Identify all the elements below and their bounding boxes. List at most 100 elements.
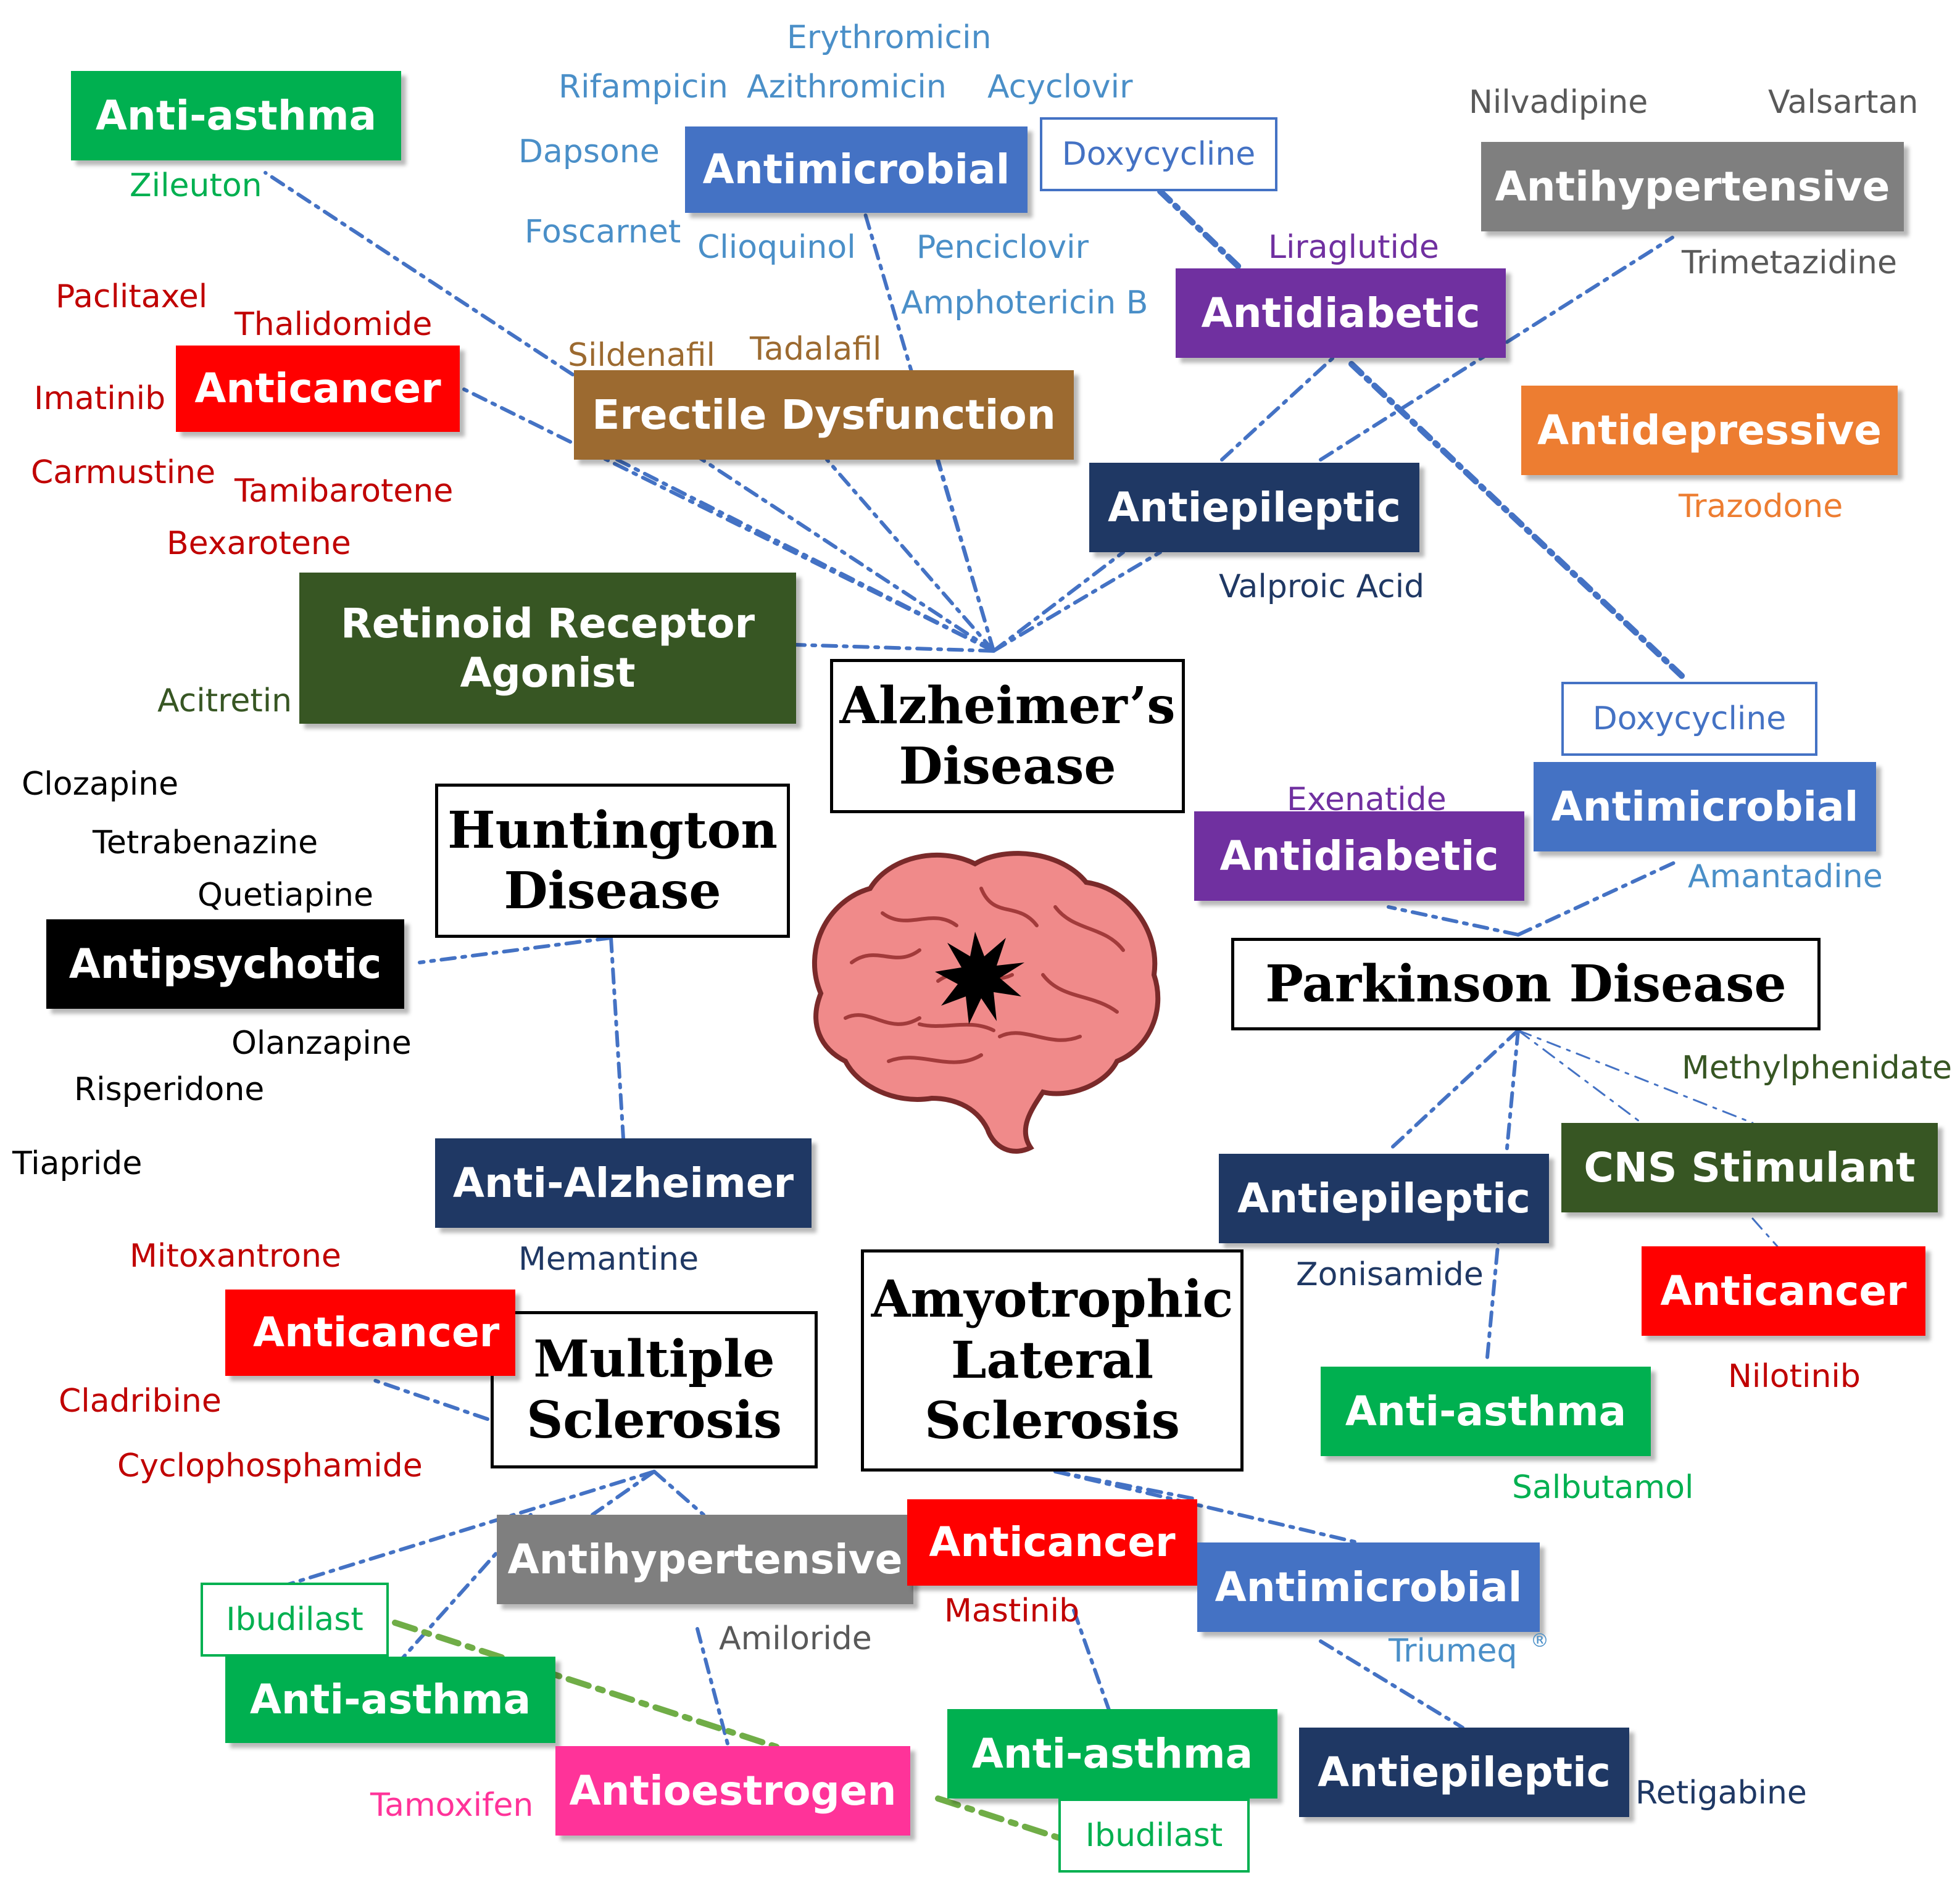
category-retinoid-receptor-agonist: Retinoid Receptor Agonist	[299, 573, 796, 724]
category-anti-asthma-ms: Anti-asthma	[225, 1657, 555, 1743]
drug-doxycycline-pd: Doxycycline	[1561, 682, 1817, 756]
drug-amphotericin-b: Amphotericin B	[901, 284, 1148, 321]
drug-dapsone: Dapsone	[518, 133, 660, 170]
drug-acitretin: Acitretin	[157, 682, 293, 719]
drug-amantadine: Amantadine	[1688, 858, 1883, 895]
drug-methylphenidate: Methylphenidate	[1682, 1050, 1953, 1087]
drug-trimetazidine: Trimetazidine	[1682, 244, 1897, 281]
category-erectile-dysfunction: Erectile Dysfunction	[574, 370, 1074, 460]
drug-erythromicin: Erythromicin	[787, 19, 992, 56]
drug-exenatide: Exenatide	[1287, 781, 1447, 818]
link-ad-antiepileptic-1	[992, 550, 1162, 653]
link-ms-antioestrogen	[696, 1627, 730, 1748]
disease-alzheimers: Alzheimer’s Disease	[830, 659, 1185, 813]
link-hd-antipsychotic	[418, 936, 613, 964]
category-antimicrobial-pd: Antimicrobial	[1534, 762, 1876, 851]
link-pd-antimicrobial	[1516, 859, 1680, 937]
drug-doxycycline-ad: Doxycycline	[1040, 117, 1277, 191]
drug-tetrabenazine: Tetrabenazine	[93, 824, 318, 861]
category-anti-alzheimer: Anti-Alzheimer	[435, 1138, 812, 1228]
category-antiepileptic-pd: Antiepileptic	[1219, 1154, 1549, 1243]
link-ad-retinoid	[794, 643, 995, 653]
category-anti-asthma-pd: Anti-asthma	[1321, 1367, 1651, 1456]
link-ms-anticancer	[368, 1377, 489, 1421]
drug-clioquinol: Clioquinol	[697, 229, 856, 266]
category-antidiabetic-ad: Antidiabetic	[1176, 268, 1506, 358]
drug-carmustine: Carmustine	[31, 454, 216, 491]
drug-valsartan: Valsartan	[1768, 84, 1919, 121]
drug-bexarotene: Bexarotene	[167, 525, 351, 562]
drug-triumeq-registered-mark: ®	[1530, 1630, 1549, 1652]
drug-zileuton: Zileuton	[130, 167, 262, 204]
drug-foscarnet: Foscarnet	[525, 213, 681, 250]
drug-cladribine: Cladribine	[59, 1383, 222, 1420]
link-ms-antihypertensive-2	[652, 1470, 705, 1517]
link-als-antiepileptic	[1319, 1639, 1464, 1729]
drug-cyclophosphamide: Cyclophosphamide	[117, 1447, 423, 1484]
drug-rifampicin: Rifampicin	[559, 68, 728, 106]
drug-risperidone: Risperidone	[74, 1071, 265, 1108]
link-ms-ibudilast	[282, 1470, 656, 1588]
category-antimicrobial-als: Antimicrobial	[1197, 1542, 1540, 1632]
drug-imatinib: Imatinib	[34, 380, 166, 417]
drug-trazodone: Trazodone	[1679, 488, 1843, 525]
drug-tamibarotene: Tamibarotene	[235, 473, 454, 510]
drug-ibudilast-als: Ibudilast	[1058, 1799, 1250, 1873]
disease-als: Amyotrophic Lateral Sclerosis	[861, 1249, 1244, 1472]
drug-acyclovir: Acyclovir	[987, 68, 1133, 106]
drug-clozapine: Clozapine	[22, 766, 179, 803]
drug-mastinib: Mastinib	[944, 1592, 1080, 1629]
drug-valproic-acid: Valproic Acid	[1219, 568, 1425, 605]
category-cns-stimulant: CNS Stimulant	[1561, 1123, 1938, 1212]
drug-olanzapine: Olanzapine	[231, 1025, 412, 1062]
drug-ibudilast-ms: Ibudilast	[201, 1583, 389, 1657]
link-als-antimicrobial	[1053, 1470, 1360, 1544]
link-ibudilast-antioestrogen	[392, 1620, 787, 1752]
category-antioestrogen: Antioestrogen	[555, 1746, 910, 1836]
drug-mitoxantrone: Mitoxantrone	[130, 1238, 341, 1275]
category-anti-asthma-als: Anti-asthma	[947, 1709, 1277, 1799]
link-als-antiasthma	[1072, 1609, 1113, 1717]
category-anti-asthma-ad: Anti-asthma	[71, 71, 401, 160]
drug-amiloride: Amiloride	[719, 1620, 872, 1657]
category-antidiabetic-pd: Antidiabetic	[1194, 811, 1524, 901]
link-hd-antialzheimer	[609, 936, 625, 1140]
category-anticancer-ms: Anticancer	[225, 1290, 515, 1376]
drug-tiapride: Tiapride	[12, 1145, 143, 1182]
drug-paclitaxel: Paclitaxel	[56, 278, 208, 315]
category-antimicrobial-ad: Antimicrobial	[685, 126, 1028, 213]
category-antipsychotic: Antipsychotic	[46, 919, 404, 1009]
brain-icon	[812, 851, 1161, 1154]
drug-retigabine: Retigabine	[1635, 1774, 1807, 1811]
drug-nilvadipine: Nilvadipine	[1469, 84, 1648, 121]
category-antihypertensive-ad: Antihypertensive	[1481, 142, 1904, 231]
link-pd-methylphenidate	[1517, 1029, 1754, 1124]
link-ad-erectile-1	[615, 458, 995, 653]
drug-tamoxifen: Tamoxifen	[370, 1787, 534, 1824]
link-ad-antidiabetic	[1220, 356, 1335, 462]
drug-quetiapine: Quetiapine	[197, 877, 373, 914]
drug-sildenafil: Sildenafil	[568, 337, 715, 374]
category-antihypertensive-ms: Antihypertensive	[497, 1515, 913, 1604]
drug-penciclovir: Penciclovir	[916, 229, 1089, 266]
link-antioestrogen-ibudilast	[935, 1795, 1065, 1842]
link-antidiabetic-doxy-pd	[1348, 361, 1688, 682]
link-pd-cns	[1517, 1029, 1643, 1124]
link-ad-antiasthma	[264, 171, 995, 653]
drug-triumeq: Triumeq	[1389, 1633, 1518, 1670]
link-ad-antiepileptic-2	[992, 550, 1125, 653]
drug-memantine: Memantine	[518, 1241, 699, 1278]
drug-salbutamol: Salbutamol	[1512, 1469, 1694, 1506]
drug-zonisamide: Zonisamide	[1296, 1256, 1484, 1293]
link-ad-erectile-2	[825, 458, 995, 653]
drug-thalidomide: Thalidomide	[235, 306, 433, 343]
category-antidepressive: Antidepressive	[1521, 386, 1898, 475]
link-ms-antihypertensive	[591, 1470, 656, 1517]
category-antiepileptic-als: Antiepileptic	[1299, 1728, 1629, 1817]
link-pd-antidiabetic	[1387, 905, 1520, 937]
link-cns-anticancer	[1751, 1217, 1779, 1248]
category-anticancer-als: Anticancer	[907, 1499, 1197, 1586]
drug-liraglutide: Liraglutide	[1268, 229, 1439, 266]
drug-tadalafil: Tadalafil	[750, 331, 882, 368]
